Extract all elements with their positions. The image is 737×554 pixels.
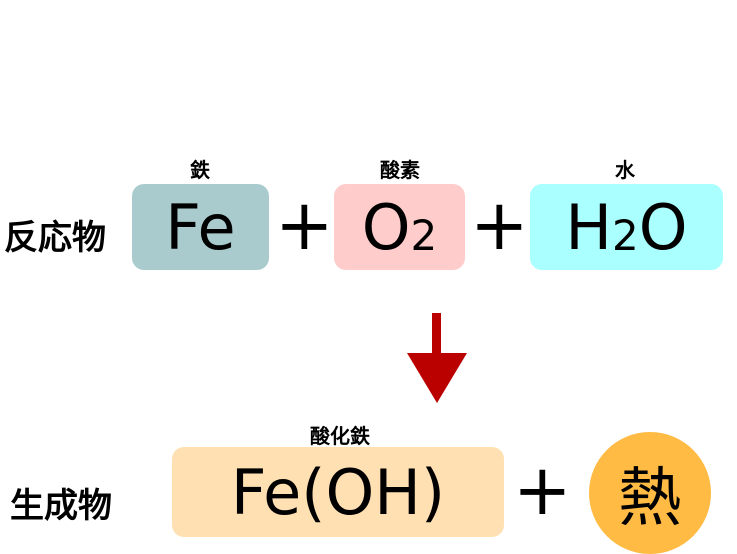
iron-box: Fe: [132, 184, 269, 270]
caption-iron-oxide: 酸化鉄: [310, 424, 370, 448]
reaction-arrow-icon: [405, 313, 469, 409]
caption-water: 水: [615, 158, 635, 182]
products-label: 生成物: [10, 486, 112, 526]
water-formula-o: O: [638, 190, 688, 264]
oxygen-formula-main: O: [361, 190, 411, 264]
reactants-label: 反応物: [4, 218, 106, 258]
water-formula-sub: 2: [612, 210, 639, 260]
plus-sign-1: +: [275, 184, 334, 266]
plus-sign-3: +: [513, 449, 572, 531]
water-formula-h: H: [565, 190, 613, 264]
heat-label: 熱: [618, 462, 682, 536]
caption-oxygen: 酸素: [380, 158, 420, 182]
plus-sign-2: +: [470, 184, 529, 266]
oxygen-formula-sub: 2: [410, 210, 438, 260]
heat-circle: 熱: [589, 432, 711, 554]
iron-formula: Fe: [165, 190, 236, 264]
caption-iron: 鉄: [190, 158, 210, 182]
iron-hydroxide-formula: Fe(OH): [230, 455, 446, 529]
iron-hydroxide-box: Fe(OH): [172, 447, 504, 537]
